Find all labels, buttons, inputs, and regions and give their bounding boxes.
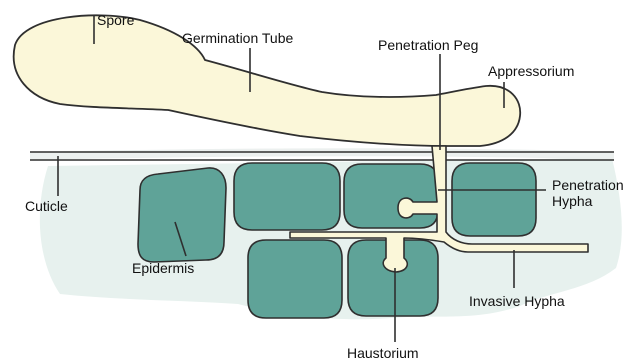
penetration-hypha-label-line2: Hypha [552,193,593,209]
cuticle-label: Cuticle [25,198,68,214]
epidermis-cell [138,168,226,262]
appressorium-label: Appressorium [488,63,574,79]
spore-label: Spore [97,12,135,28]
penetration-hypha-label-line1: Penetration [552,177,624,193]
epidermis-cell [452,163,536,236]
epidermis-cell [344,164,438,228]
invasive-hypha-label: Invasive Hypha [469,293,565,309]
epidermis-cell [234,163,340,230]
haustorium-label: Haustorium [347,345,419,361]
penetration-peg-label: Penetration Peg [378,37,478,53]
epidermis-label: Epidermis [132,260,194,276]
cuticle-band [30,148,614,160]
epidermis-cell [248,240,342,318]
germination-tube-label: Germination Tube [182,30,293,46]
